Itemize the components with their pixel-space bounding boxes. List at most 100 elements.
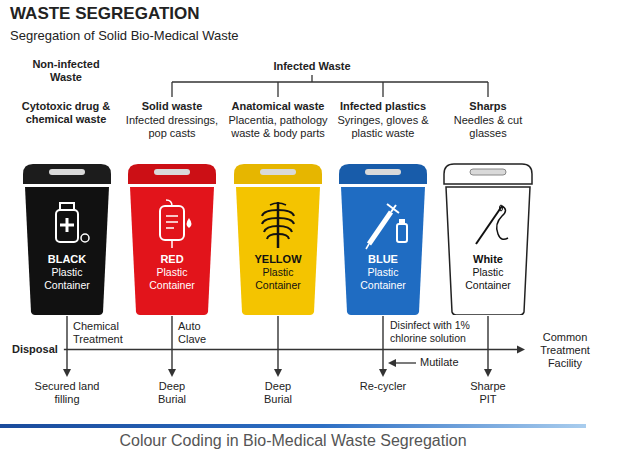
caption: Colour Coding in Bio-Medical Waste Segre…: [119, 431, 466, 451]
waste-bin: REDPlastic Container: [124, 160, 220, 315]
path-shape: [60, 218, 74, 232]
edge-label: Chemical Treatment: [72, 320, 136, 346]
bin-icon: [476, 205, 508, 244]
connector-line: [66, 316, 67, 370]
label: Syringes, gloves & plastic waste: [329, 114, 437, 140]
bin-shape: [124, 160, 220, 315]
disposal-end: Deep Burial: [254, 380, 302, 406]
ellipse-shape: [500, 205, 503, 211]
bin-type: Plastic Container: [351, 266, 415, 292]
disposal-end: Secured land filling: [30, 380, 104, 406]
title: WASTE SEGREGATION: [10, 4, 200, 24]
arrow-head: [484, 369, 492, 377]
bin-type: Plastic Container: [246, 266, 310, 292]
label: Needles & cut glasses: [438, 114, 538, 140]
bin-shape: [19, 160, 115, 315]
path-shape: [387, 204, 399, 213]
disposal-end: Re-cycler: [358, 380, 408, 393]
bin-icon: [160, 200, 192, 248]
bin-icon: [262, 202, 294, 248]
bin-body: [130, 187, 214, 315]
edge-label: Auto Clave: [177, 320, 221, 346]
path-shape: [277, 202, 280, 248]
arrow-head: [517, 346, 525, 354]
node-text: Sharpe PIT: [466, 380, 510, 406]
rect-shape: [60, 203, 74, 210]
arrow-head: [379, 369, 387, 377]
rect-shape: [160, 206, 184, 240]
bin-text: BLACKPlastic Container: [19, 252, 115, 292]
bin-text: BLUEPlastic Container: [335, 252, 431, 292]
path-shape: [270, 203, 286, 205]
bin-lid: [128, 164, 216, 184]
bin-shape: [230, 160, 326, 315]
bracket-tick: [277, 82, 278, 97]
disposal-end: Sharpe PIT: [464, 380, 512, 406]
path-shape: [497, 206, 508, 239]
bin-colour: BLACK: [19, 252, 115, 266]
lid-handle: [49, 169, 85, 175]
bin-lid: [339, 164, 427, 184]
node-text: Disposal: [12, 343, 58, 356]
label: Solid waste: [142, 100, 203, 113]
connector-line: [171, 316, 172, 370]
bin-body: [25, 187, 109, 315]
arrow-head: [63, 369, 71, 377]
rect-shape: [399, 219, 405, 224]
bin-icon: [56, 203, 89, 242]
connector-line: [277, 316, 278, 370]
bin-lid: [23, 164, 111, 184]
circle-shape: [81, 234, 89, 242]
arrow-head: [274, 369, 282, 377]
path-shape: [262, 210, 294, 239]
path-shape: [187, 218, 192, 228]
label: Mutilate: [420, 356, 459, 369]
disposal-end: Deep Burial: [148, 380, 196, 406]
node-text: Secured land filling: [32, 380, 102, 406]
bracket-stem: [311, 75, 312, 82]
bracket-tick: [487, 82, 488, 97]
arrow-head: [168, 369, 176, 377]
path-shape: [166, 216, 178, 228]
label: Placentia, pathology waste & body parts: [222, 114, 334, 140]
node-text: Deep Burial: [256, 380, 300, 406]
edge-label: Disinfect with 1% chlorine solution: [389, 319, 487, 345]
lid-handle: [154, 169, 190, 175]
rect-shape: [56, 210, 78, 242]
label: Sharps: [469, 100, 506, 113]
bracket-bar: [172, 81, 488, 82]
label: Segregation of Solid Bio-Medical Waste: [10, 28, 239, 44]
bin-shape: [440, 160, 536, 315]
connector: [274, 316, 282, 377]
connector: [379, 316, 387, 377]
infected-bracket: [172, 75, 488, 97]
bracket-tick: [171, 82, 172, 97]
bin-body: [341, 187, 425, 315]
bin-body: [446, 187, 530, 315]
connector: [64, 346, 525, 354]
leader-line: [395, 362, 416, 363]
lid-handle: [365, 169, 401, 175]
connector-line: [64, 349, 518, 350]
facility-box: Common Treatment Facility: [530, 331, 600, 370]
bin-colour: RED: [124, 252, 220, 266]
node-text: Re-cycler: [360, 380, 406, 393]
connector-line: [487, 316, 488, 370]
label: Cytotoxic drug & chemical waste: [14, 100, 118, 126]
connector-line: [382, 316, 383, 370]
bin-type: Plastic Container: [456, 266, 520, 292]
bin-icon: [366, 204, 407, 249]
bin-text: WhitePlastic Container: [440, 252, 536, 292]
label: Anatomical waste: [232, 100, 325, 113]
lid-handle: [470, 169, 506, 175]
bin-type: Plastic Container: [140, 266, 204, 292]
bin-lid: [234, 164, 322, 184]
path-shape: [366, 244, 369, 249]
bin-text: REDPlastic Container: [124, 252, 220, 292]
waste-bin: WhitePlastic Container: [440, 160, 536, 315]
waste-bin: YELLOWPlastic Container: [230, 160, 326, 315]
mutilate-arrow: [388, 359, 416, 367]
node-text: Deep Burial: [150, 380, 194, 406]
bin-colour: BLUE: [335, 252, 431, 266]
